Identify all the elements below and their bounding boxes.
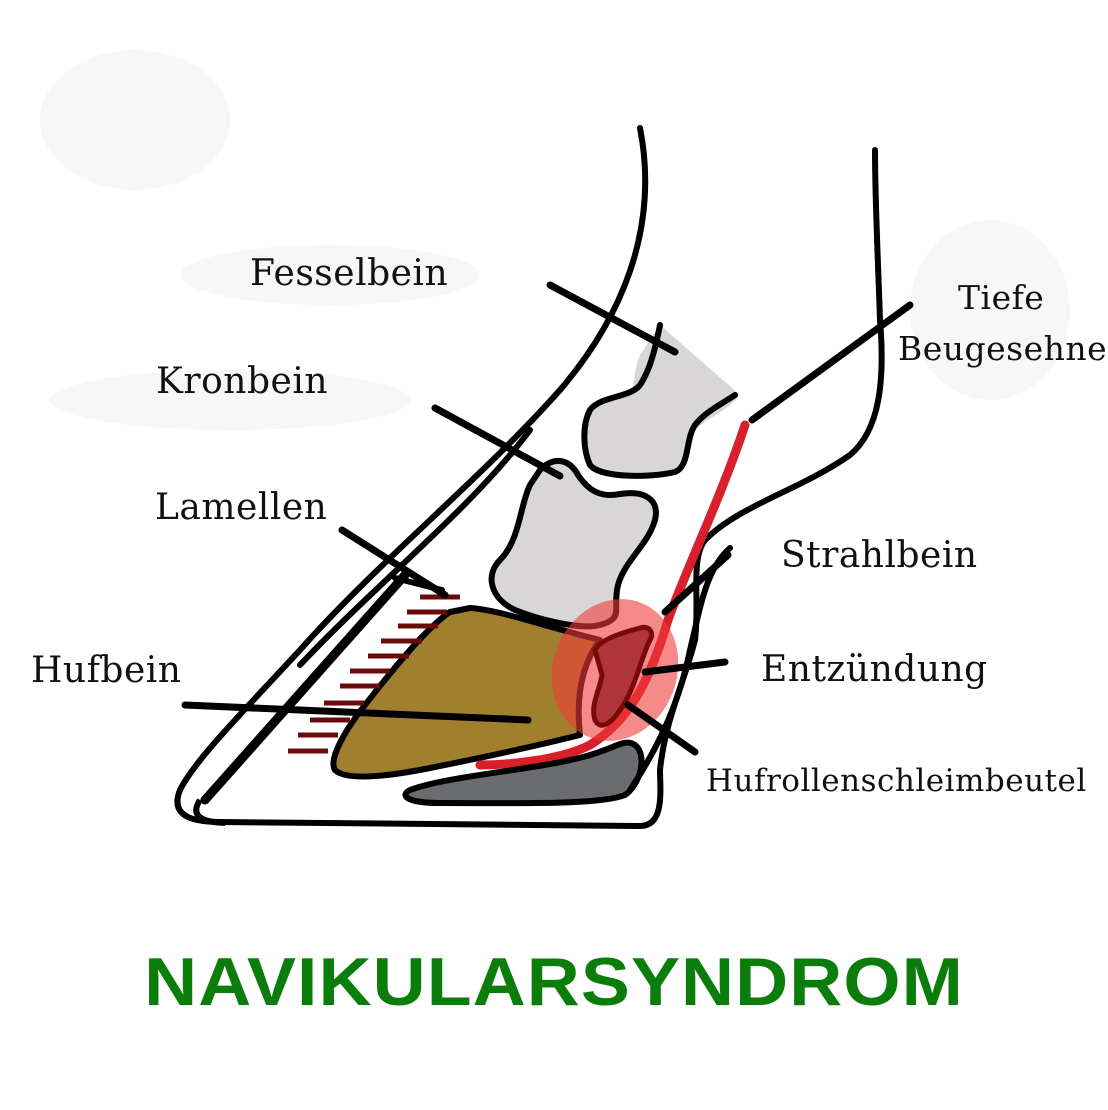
background-blob — [50, 370, 410, 430]
fesselbein-bone — [583, 325, 740, 477]
hoof-wall-inner-line — [297, 427, 533, 668]
pointer-kronbein — [431, 404, 564, 480]
strahlbein-bone — [591, 624, 655, 728]
pointer-hufrollenschleimbeutel — [624, 701, 699, 756]
background-blob — [180, 245, 480, 305]
label-entzuendung: Entzündung — [761, 649, 988, 690]
background-blob — [910, 220, 1070, 400]
pointer-fesselbein — [546, 281, 679, 356]
fesselbein-outline — [581, 322, 738, 479]
label-hufbein: Hufbein — [31, 650, 182, 691]
hoof-outline — [174, 125, 885, 829]
pointer-lamellen — [338, 526, 449, 599]
diagram-title: NAVIKULARSYNDROM — [144, 944, 964, 1020]
hoof-wall-inner-thick — [200, 570, 410, 805]
label-hufrollenschleimbeutel: Hufrollenschleimbeutel — [706, 763, 1087, 799]
label-kronbein: Kronbein — [156, 361, 329, 402]
pointer-tiefe-beugesehne — [748, 301, 914, 424]
label-tiefe: Tiefe — [958, 278, 1045, 317]
label-fesselbein: Fesselbein — [250, 253, 449, 294]
label-strahlbein: Strahlbein — [781, 535, 978, 576]
background-blob — [40, 50, 230, 190]
pointer-strahlbein — [661, 551, 732, 616]
label-beugesehne: Beugesehne — [898, 329, 1108, 368]
label-lamellen: Lamellen — [155, 487, 328, 528]
sole-line — [193, 798, 226, 826]
pointer-lines — [181, 281, 914, 756]
pointer-entzuendung — [641, 658, 729, 676]
heel-inner-line — [627, 545, 733, 793]
lamellae-dashes — [288, 594, 460, 754]
pointer-hufbein — [181, 701, 532, 724]
